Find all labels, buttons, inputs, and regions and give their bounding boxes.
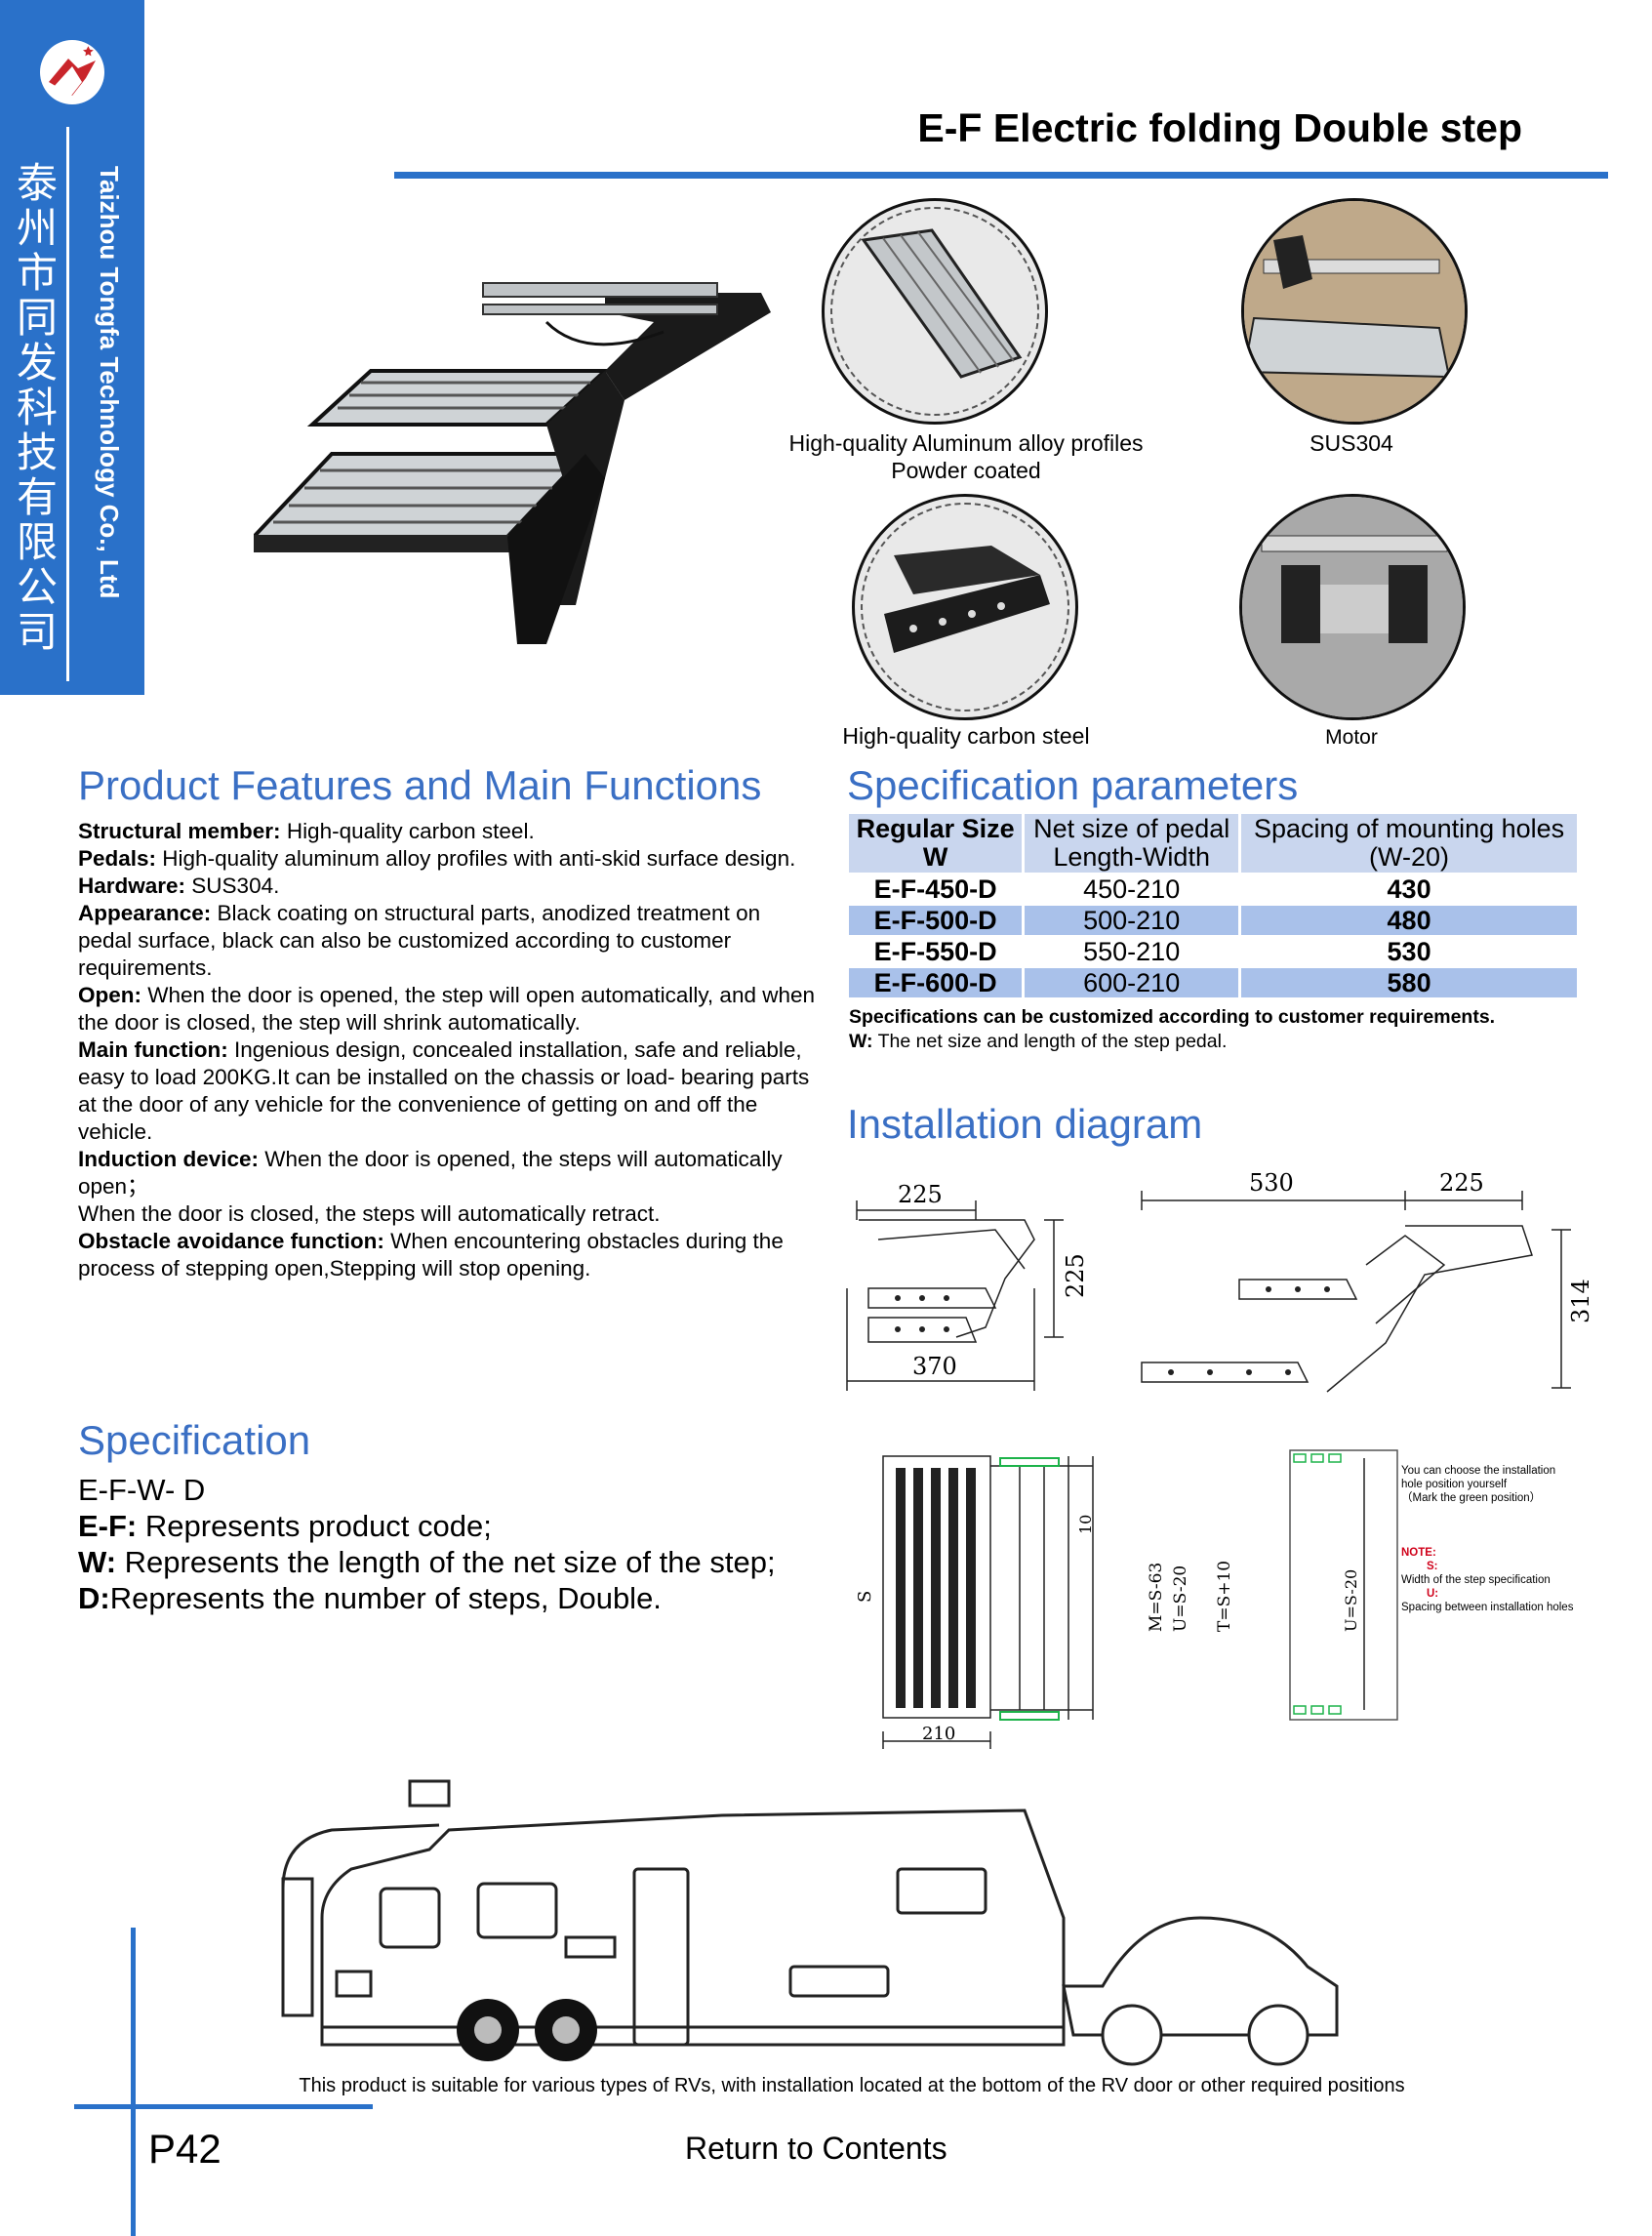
mount-note: You can choose the installation hole pos… (1401, 1465, 1574, 1613)
installation-side-view-small: 225 225 370 (846, 1181, 1089, 1391)
banner-divider (66, 127, 69, 681)
specification-heading: Specification (78, 1417, 311, 1463)
photo-caption-3: High-quality carbon steel (842, 723, 1090, 749)
feature-item: Obstacle avoidance function: When encoun… (78, 1229, 784, 1281)
model-code: E-F-W- D (78, 1473, 206, 1507)
table-row: E-F-550-D 550-210 530 (873, 937, 1431, 966)
specification-code-block: E-F-W- D E-F: Represents product code; W… (78, 1472, 776, 1616)
dim-plan-w: 210 (922, 1724, 955, 1744)
dim-plan-t: T=S+10 (1215, 1561, 1234, 1632)
dim-side2-right: 314 (1567, 1279, 1591, 1323)
dim-plan-u: U=S-20 (1171, 1565, 1190, 1632)
feature-item: Induction device: When the door is opene… (78, 1147, 783, 1199)
footer-note: This product is suitable for various typ… (299, 2075, 1405, 2096)
dim-mount-u: U=S-20 (1342, 1569, 1360, 1632)
company-name-en: Taizhou Tongfa Technology Co., Ltd (95, 166, 124, 599)
table-row: E-F-450-D 450-210 430 (873, 874, 1431, 904)
rv-illustration (281, 1779, 1339, 2066)
company-name-en-wrap: Taizhou Tongfa Technology Co., Ltd (80, 166, 139, 673)
company-banner: 泰州市同发科技有限公司 Taizhou Tongfa Technology Co… (0, 0, 144, 695)
corner-cross-horizontal (74, 2104, 373, 2109)
dim-side2-top-left: 530 (1249, 1169, 1294, 1197)
features-heading: Product Features and Main Functions (78, 762, 762, 808)
features-list: Structural member: High-quality carbon s… (78, 818, 820, 1282)
code-line: W: Represents the length of the net size… (78, 1545, 776, 1579)
page-number: P42 (148, 2126, 222, 2172)
company-logo-icon (40, 40, 104, 104)
dim-side2-top-right: 225 (1439, 1169, 1484, 1197)
dim-side1-right: 225 (1062, 1253, 1089, 1298)
return-to-contents-link[interactable]: Return to Contents (685, 2131, 947, 2166)
code-line: D:Represents the number of steps, Double… (78, 1581, 662, 1615)
feature-item: Main function: Ingenious design, conceal… (78, 1037, 810, 1144)
feature-item: Pedals: High-quality aluminum alloy prof… (78, 846, 796, 871)
sus304-photo (1241, 198, 1468, 425)
spec-params-heading: Specification parameters (847, 762, 1299, 808)
dim-plan-m: M=S-63 (1147, 1563, 1166, 1632)
feature-item: Structural member: High-quality carbon s… (78, 819, 535, 843)
aluminum-profile-photo (822, 198, 1048, 425)
installation-mount-view: U=S-20 (1289, 1449, 1398, 1721)
dim-plan-s: S (855, 1591, 875, 1603)
motor-photo (1239, 494, 1466, 720)
feature-item: When the door is closed, the steps will … (78, 1201, 661, 1226)
table-row: E-F-500-D 500-210 480 (849, 906, 1577, 935)
photo-caption-1-line1: High-quality Aluminum alloy profiles (788, 430, 1144, 456)
product-photo (254, 282, 771, 644)
feature-item: Open: When the door is opened, the step … (78, 983, 816, 1035)
corner-cross-vertical (131, 1928, 136, 2236)
carbon-steel-photo (852, 494, 1078, 720)
table-row: E-F-600-D 600-210 580 (849, 968, 1577, 997)
page-title: E-F Electric folding Double step (917, 105, 1522, 150)
feature-item: Hardware: SUS304. (78, 874, 280, 898)
code-line: E-F: Represents product code; (78, 1509, 492, 1543)
spec-note-customize: Specifications can be customized accordi… (849, 1006, 1496, 1028)
dim-side1-top: 225 (898, 1181, 943, 1208)
company-name-cn: 泰州市同发科技有限公司 (16, 159, 58, 656)
feature-item: Appearance: Black coating on structural … (78, 901, 761, 980)
installation-heading: Installation diagram (847, 1101, 1203, 1147)
photo-caption-1: High-quality Aluminum alloy profiles Pow… (761, 429, 1171, 484)
installation-side-view-large: 530 225 314 (1141, 1169, 1591, 1393)
photo-caption-4: Motor (1325, 726, 1378, 749)
dim-side1-bottom: 370 (912, 1353, 957, 1380)
dim-plan-ten: 10 (1076, 1515, 1095, 1534)
spec-col-header: Spacing of mounting holes(W-20) (1241, 814, 1577, 873)
spec-note-w: W: The net size and length of the step p… (849, 1031, 1228, 1052)
installation-plan-view: S 10 M=S-63 U=S-20 T=S+10 210 (855, 1455, 1234, 1749)
photo-caption-1-line2: Powder coated (891, 458, 1041, 483)
title-rule (394, 172, 1608, 179)
photo-caption-2: SUS304 (1310, 430, 1393, 456)
